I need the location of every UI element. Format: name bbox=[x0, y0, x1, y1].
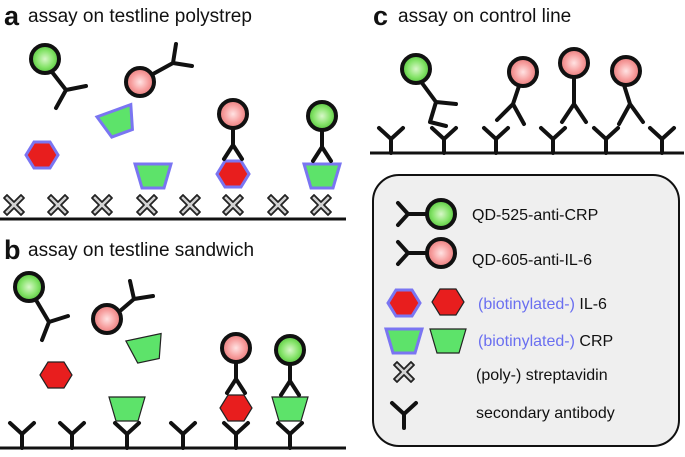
panel-c-letter: c bbox=[373, 1, 388, 31]
streptavidin-molecule bbox=[136, 194, 158, 216]
panel-b: b assay on testline sandwich bbox=[0, 235, 346, 450]
crp-antigen bbox=[95, 103, 141, 141]
legend-crp-label: (biotinylated-) CRP bbox=[478, 333, 613, 350]
qd525-conjugate bbox=[400, 53, 458, 128]
legend-qd525-label: QD-525-anti-CRP bbox=[472, 207, 598, 224]
legend-qd605-label: QD-605-anti-IL-6 bbox=[472, 252, 592, 269]
capture-antibody bbox=[222, 421, 250, 450]
legend-crp-icon bbox=[429, 328, 467, 354]
legend-secondary-antibody-label: secondary antibody bbox=[476, 405, 615, 422]
capture-antibody bbox=[169, 421, 197, 450]
il6-antigen bbox=[39, 361, 73, 389]
il6-antigen bbox=[24, 140, 60, 170]
qd605-conjugate bbox=[124, 42, 194, 98]
crp-antigen bbox=[125, 332, 167, 366]
capture-antibody bbox=[113, 421, 141, 450]
capture-antibody bbox=[8, 421, 36, 450]
qd525-conjugate bbox=[306, 100, 338, 163]
secondary-antibody bbox=[539, 126, 567, 155]
panel-c: c assay on control line bbox=[370, 1, 684, 155]
streptavidin-molecule bbox=[267, 194, 289, 216]
streptavidin-molecule bbox=[310, 194, 332, 216]
secondary-antibody bbox=[592, 126, 620, 155]
legend-crp-prefix: (biotinylated-) bbox=[478, 333, 575, 350]
legend-streptavidin-label: (poly-) streptavidin bbox=[476, 367, 608, 384]
secondary-antibody bbox=[430, 126, 458, 155]
panel-b-title: assay on testline sandwich bbox=[28, 240, 254, 261]
qd525-conjugate bbox=[274, 334, 306, 397]
qd605-conjugate bbox=[610, 55, 645, 126]
crp-antigen bbox=[302, 162, 342, 190]
legend-qd525-icon bbox=[396, 198, 457, 230]
legend-qd605-icon bbox=[396, 237, 457, 269]
il6-antigen bbox=[215, 159, 251, 189]
qd605-conjugate bbox=[217, 98, 249, 161]
qd605-conjugate bbox=[220, 332, 252, 395]
secondary-antibody bbox=[377, 126, 405, 155]
panel-a-letter: a bbox=[4, 1, 20, 31]
panel-c-title: assay on control line bbox=[398, 6, 571, 27]
crp-antigen bbox=[108, 396, 146, 422]
secondary-antibody bbox=[648, 126, 676, 155]
streptavidin-molecule bbox=[179, 194, 201, 216]
legend-biotinylated-crp-icon bbox=[384, 327, 424, 355]
streptavidin-molecule bbox=[47, 194, 69, 216]
legend-il6-name: IL-6 bbox=[575, 296, 607, 313]
qd525-conjugate bbox=[29, 43, 88, 110]
legend-il6-label: (biotinylated-) IL-6 bbox=[478, 296, 607, 313]
panel-b-letter: b bbox=[4, 235, 21, 265]
qd605-conjugate bbox=[91, 279, 155, 335]
legend-il6-prefix: (biotinylated-) bbox=[478, 296, 575, 313]
panel-a: a assay on testline polystrep bbox=[0, 1, 346, 221]
capture-antibody bbox=[58, 421, 86, 450]
legend: QD-525-anti-CRP QD-605-anti-IL-6 (biotin… bbox=[372, 174, 680, 447]
panel-a-title: assay on testline polystrep bbox=[28, 6, 252, 27]
legend-crp-name: CRP bbox=[575, 333, 613, 350]
secondary-antibody bbox=[482, 126, 510, 155]
qd605-conjugate bbox=[558, 47, 590, 124]
legend-biotinylated-il6-icon bbox=[386, 288, 422, 318]
streptavidin-molecule bbox=[3, 194, 25, 216]
crp-antigen bbox=[133, 162, 173, 190]
il6-antigen bbox=[219, 394, 253, 422]
qd605-conjugate bbox=[495, 56, 539, 126]
qd525-conjugate bbox=[13, 271, 70, 342]
capture-antibody bbox=[276, 421, 304, 450]
crp-antigen bbox=[271, 396, 309, 422]
streptavidin-molecule bbox=[222, 194, 244, 216]
streptavidin-molecule bbox=[91, 194, 113, 216]
